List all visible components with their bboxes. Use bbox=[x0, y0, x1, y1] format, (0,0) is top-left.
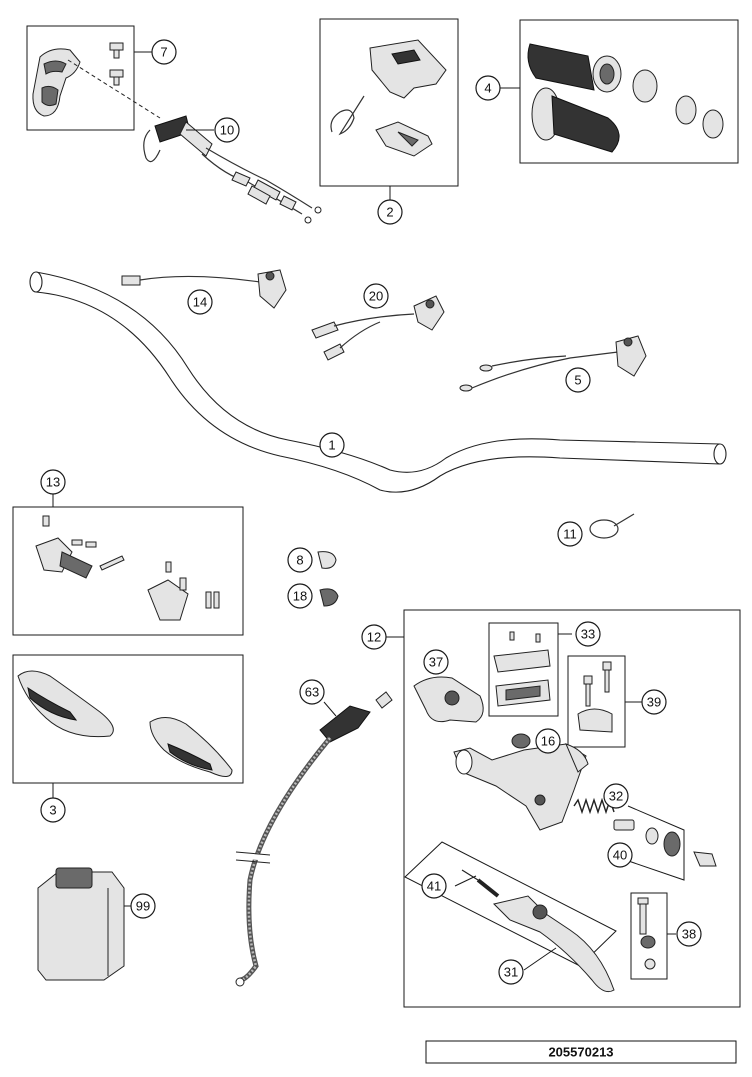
dust-boot bbox=[645, 827, 717, 867]
svg-text:18: 18 bbox=[293, 589, 307, 604]
combination-switch bbox=[311, 295, 445, 361]
callout-37: 37 bbox=[423, 649, 449, 675]
piston-spring bbox=[573, 797, 635, 831]
brake-lever-kit-frame bbox=[404, 841, 617, 967]
svg-text:37: 37 bbox=[429, 655, 443, 670]
clamp-part-18 bbox=[319, 588, 339, 607]
svg-text:31: 31 bbox=[504, 965, 518, 980]
adjuster-screw-kit bbox=[637, 897, 656, 970]
svg-text:205570213: 205570213 bbox=[548, 1045, 613, 1060]
svg-text:12: 12 bbox=[367, 630, 381, 645]
callout-39: 39 bbox=[641, 689, 667, 715]
reservoir-cap bbox=[511, 733, 531, 749]
svg-text:3: 3 bbox=[49, 803, 56, 818]
svg-text:2: 2 bbox=[386, 205, 393, 220]
hand-brake-cylinder-frame bbox=[403, 609, 741, 1008]
brake-line bbox=[235, 691, 393, 987]
svg-text:8: 8 bbox=[296, 553, 303, 568]
reservoir-cover-kit bbox=[493, 631, 551, 707]
svg-text:32: 32 bbox=[609, 789, 623, 804]
cable-tie bbox=[589, 513, 635, 539]
svg-text:38: 38 bbox=[682, 927, 696, 942]
brake-lever-kit bbox=[461, 869, 615, 993]
clamp-part-8 bbox=[317, 551, 337, 569]
callout-32: 32 bbox=[603, 783, 629, 809]
callout-38: 38 bbox=[676, 921, 702, 947]
light-switch bbox=[459, 335, 647, 392]
callout-18: 18 bbox=[287, 583, 313, 609]
callout-99: 99 bbox=[130, 893, 156, 919]
svg-text:1: 1 bbox=[328, 438, 335, 453]
svg-text:10: 10 bbox=[220, 123, 234, 138]
svg-text:5: 5 bbox=[574, 373, 581, 388]
callout-5: 5 bbox=[565, 367, 591, 393]
master-cylinder-body bbox=[453, 743, 589, 831]
svg-text:4: 4 bbox=[484, 81, 491, 96]
svg-text:40: 40 bbox=[613, 848, 627, 863]
throttle-housing-frame bbox=[26, 25, 135, 131]
callout-3: 3 bbox=[40, 797, 66, 823]
switch-bracket-kit bbox=[35, 515, 220, 621]
throttle-cover-kit-frame bbox=[319, 18, 459, 187]
lever-bolt-kit-frame bbox=[567, 655, 626, 748]
throttle-housing bbox=[32, 42, 161, 119]
switch-bracket-kit-frame bbox=[12, 506, 244, 636]
grip-set bbox=[527, 43, 724, 153]
svg-text:39: 39 bbox=[647, 695, 661, 710]
svg-text:13: 13 bbox=[46, 475, 60, 490]
callout-16: 16 bbox=[535, 728, 561, 754]
handlebar bbox=[29, 271, 727, 493]
leader-lines bbox=[52, 51, 685, 971]
clamp-bolt-kit bbox=[577, 661, 613, 733]
callout-12: 12 bbox=[361, 624, 387, 650]
callout-4: 4 bbox=[475, 75, 501, 101]
cap-screw-kit-frame bbox=[630, 892, 668, 980]
callout-7: 7 bbox=[151, 39, 177, 65]
handguard-kit-frame bbox=[12, 654, 244, 784]
svg-text:16: 16 bbox=[541, 734, 555, 749]
callout-20: 20 bbox=[363, 283, 389, 309]
callout-33: 33 bbox=[575, 621, 601, 647]
callout-1: 1 bbox=[319, 432, 345, 458]
drawing-reference-number: 205570213 bbox=[425, 1040, 737, 1064]
start-stop-switch-harness bbox=[121, 269, 287, 309]
callout-31: 31 bbox=[498, 959, 524, 985]
callout-8: 8 bbox=[287, 547, 313, 573]
callout-41: 41 bbox=[421, 873, 447, 899]
grip-set-frame bbox=[519, 19, 739, 164]
svg-text:99: 99 bbox=[136, 899, 150, 914]
svg-text:14: 14 bbox=[193, 295, 207, 310]
svg-text:11: 11 bbox=[563, 527, 577, 542]
callout-10: 10 bbox=[214, 117, 240, 143]
handguard-set bbox=[17, 670, 233, 777]
svg-text:63: 63 bbox=[305, 685, 319, 700]
callout-40: 40 bbox=[607, 842, 633, 868]
callout-11: 11 bbox=[557, 521, 583, 547]
reservoir-cover-kit-frame bbox=[488, 622, 559, 717]
svg-text:20: 20 bbox=[369, 289, 383, 304]
svg-text:41: 41 bbox=[427, 879, 441, 894]
throttle-cover-kit bbox=[330, 39, 447, 157]
brake-fluid-can bbox=[37, 867, 125, 981]
callout-63: 63 bbox=[299, 679, 325, 705]
callout-14: 14 bbox=[187, 289, 213, 315]
callout-2: 2 bbox=[377, 199, 403, 225]
callout-13: 13 bbox=[40, 469, 66, 495]
svg-text:7: 7 bbox=[160, 45, 167, 60]
master-cylinder-clamp bbox=[413, 676, 484, 723]
svg-text:33: 33 bbox=[581, 627, 595, 642]
